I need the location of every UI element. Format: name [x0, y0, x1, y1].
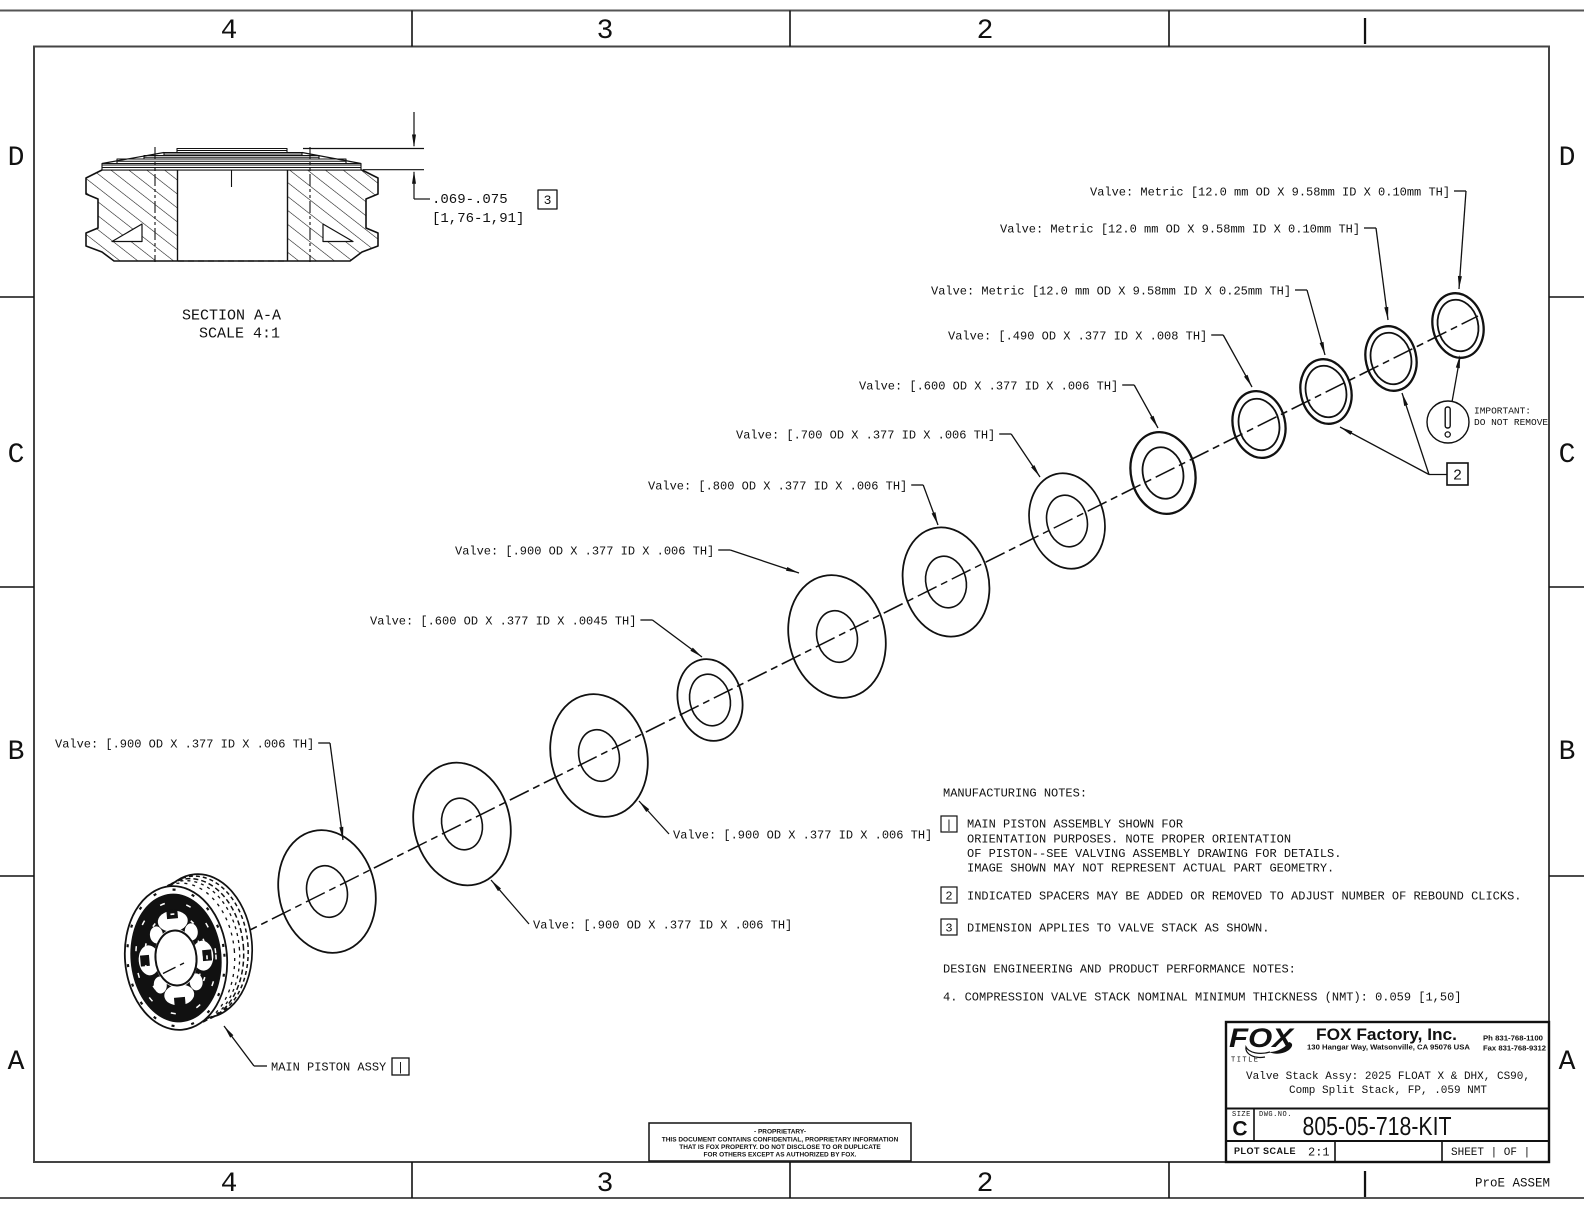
- svg-text:ORIENTATION PURPOSES. NOTE PRO: ORIENTATION PURPOSES. NOTE PROPER ORIENT…: [967, 832, 1291, 846]
- svg-text:Valve: [.600 OD X .377 ID X .0: Valve: [.600 OD X .377 ID X .006 TH]: [859, 379, 1118, 393]
- svg-text:SIZE: SIZE: [1232, 1111, 1251, 1119]
- svg-text:3: 3: [597, 1169, 614, 1200]
- svg-text:SECTION A-A: SECTION A-A: [182, 307, 281, 324]
- svg-text:|: |: [397, 1061, 404, 1075]
- svg-text:DIMENSION APPLIES TO VALVE STA: DIMENSION APPLIES TO VALVE STACK AS SHOW…: [967, 921, 1269, 935]
- svg-text:IMAGE SHOWN MAY NOT REPRESENT: IMAGE SHOWN MAY NOT REPRESENT ACTUAL PAR…: [967, 861, 1334, 875]
- svg-text:Valve Stack Assy: 2025 FLOAT X: Valve Stack Assy: 2025 FLOAT X & DHX, CS…: [1246, 1071, 1530, 1083]
- svg-text:Valve: [.900 OD X .377 ID X .0: Valve: [.900 OD X .377 ID X .006 TH]: [55, 737, 314, 751]
- svg-text:Valve: [.900 OD X .377 ID X .0: Valve: [.900 OD X .377 ID X .006 TH]: [455, 544, 714, 558]
- svg-text:2: 2: [945, 889, 952, 903]
- svg-text:4: 4: [221, 1169, 238, 1200]
- svg-text:ProE ASSEM: ProE ASSEM: [1475, 1177, 1550, 1191]
- svg-text:FOX Factory, Inc.: FOX Factory, Inc.: [1316, 1026, 1457, 1044]
- svg-text:2:1: 2:1: [1308, 1145, 1330, 1159]
- svg-text:Valve: [.600 OD X .377 ID X .0: Valve: [.600 OD X .377 ID X .0045 TH]: [370, 614, 636, 628]
- svg-text:3: 3: [544, 193, 552, 208]
- svg-text:FOR OTHERS EXCEPT AS AUTHORIZE: FOR OTHERS EXCEPT AS AUTHORIZED BY FOX.: [704, 1151, 857, 1158]
- svg-text:[1,76-1,91]: [1,76-1,91]: [432, 211, 524, 227]
- svg-text:.069-.075: .069-.075: [432, 192, 508, 208]
- svg-text:2: 2: [977, 1169, 994, 1200]
- svg-text:B: B: [8, 737, 25, 768]
- svg-text:OF PISTON--SEE VALVING ASSEMBL: OF PISTON--SEE VALVING ASSEMBLY DRAWING …: [967, 847, 1341, 861]
- svg-text:MAIN PISTON ASSEMBLY SHOWN FOR: MAIN PISTON ASSEMBLY SHOWN FOR: [967, 817, 1183, 831]
- svg-text:Valve: [.900 OD X .377 ID X .0: Valve: [.900 OD X .377 ID X .006 TH]: [533, 918, 792, 932]
- svg-text:D: D: [1559, 143, 1576, 174]
- svg-text:D: D: [8, 143, 25, 174]
- svg-text:Valve: [.900 OD X .377 ID X .0: Valve: [.900 OD X .377 ID X .006 TH]: [673, 828, 932, 842]
- svg-text:4. COMPRESSION VALVE STACK NOM: 4. COMPRESSION VALVE STACK NOMINAL MINIM…: [943, 990, 1461, 1004]
- svg-text:2: 2: [1453, 467, 1462, 484]
- svg-text:Valve: [.700 OD X .377 ID X .0: Valve: [.700 OD X .377 ID X .006 TH]: [736, 428, 995, 442]
- svg-text:A: A: [8, 1047, 25, 1078]
- svg-text:PLOT SCALE: PLOT SCALE: [1234, 1146, 1296, 1156]
- svg-text:SCALE 4:1: SCALE 4:1: [199, 325, 280, 342]
- svg-text:C: C: [8, 440, 25, 471]
- svg-text:INDICATED SPACERS MAY BE ADDED: INDICATED SPACERS MAY BE ADDED OR REMOVE…: [967, 889, 1522, 903]
- svg-text:DESIGN ENGINEERING AND PRODUCT: DESIGN ENGINEERING AND PRODUCT PERFORMAN…: [943, 962, 1296, 976]
- svg-text:TITLE: TITLE: [1231, 1057, 1260, 1065]
- svg-text:MAIN PISTON ASSY: MAIN PISTON ASSY: [271, 1060, 386, 1074]
- svg-text:THAT IS FOX PROPERTY. DO NOT: THAT IS FOX PROPERTY. DO NOT DISCLOSE TO…: [679, 1144, 881, 1151]
- svg-text:MANUFACTURING NOTES:: MANUFACTURING NOTES:: [943, 786, 1087, 800]
- svg-text:Comp Split Stack, FP, .059 NMT: Comp Split Stack, FP, .059 NMT: [1289, 1085, 1487, 1097]
- svg-text:Valve: [.490 OD X .377 ID X .0: Valve: [.490 OD X .377 ID X .008 TH]: [948, 329, 1207, 343]
- svg-text:Valve: [.800 OD X .377 ID X .0: Valve: [.800 OD X .377 ID X .006 TH]: [648, 479, 907, 493]
- svg-text:SHEET | OF |: SHEET | OF |: [1451, 1147, 1530, 1159]
- svg-text:130 Hangar Way, Watsonville, C: 130 Hangar Way, Watsonville, CA 95076 US…: [1307, 1043, 1471, 1052]
- svg-text:DWG.NO.: DWG.NO.: [1259, 1111, 1292, 1119]
- svg-text:B: B: [1559, 737, 1576, 768]
- svg-text:|: |: [1357, 1169, 1374, 1200]
- svg-text:C: C: [1232, 1118, 1247, 1141]
- svg-text:Valve: Metric [12.0 mm OD X 9.: Valve: Metric [12.0 mm OD X 9.58mm ID X …: [1090, 185, 1450, 199]
- svg-text:Valve: Metric [12.0 mm OD X 9.: Valve: Metric [12.0 mm OD X 9.58mm ID X …: [931, 284, 1291, 298]
- svg-text:DO NOT REMOVE: DO NOT REMOVE: [1474, 417, 1548, 428]
- svg-text:THIS DOCUMENT CONTAINS CONFIDE: THIS DOCUMENT CONTAINS CONFIDENTIAL, PRO…: [662, 1136, 899, 1143]
- svg-text:A: A: [1559, 1047, 1576, 1078]
- svg-text:805-05-718-KIT: 805-05-718-KIT: [1303, 1111, 1452, 1141]
- svg-text:3: 3: [597, 16, 614, 47]
- svg-text:3: 3: [945, 921, 952, 935]
- svg-text:IMPORTANT:: IMPORTANT:: [1474, 405, 1531, 416]
- svg-text:|: |: [1357, 16, 1374, 47]
- svg-text:2: 2: [977, 16, 994, 47]
- svg-text:C: C: [1559, 440, 1576, 471]
- svg-text:|: |: [945, 818, 952, 832]
- svg-text:4: 4: [221, 16, 238, 47]
- svg-text:Valve: Metric [12.0 mm OD X 9.: Valve: Metric [12.0 mm OD X 9.58mm ID X …: [1000, 222, 1360, 236]
- svg-text:Ph 831-768-1100: Ph 831-768-1100: [1483, 1034, 1543, 1043]
- svg-text:Fax 831-768-9312: Fax 831-768-9312: [1483, 1044, 1546, 1053]
- svg-text:- PROPRIETARY-: - PROPRIETARY-: [754, 1128, 806, 1135]
